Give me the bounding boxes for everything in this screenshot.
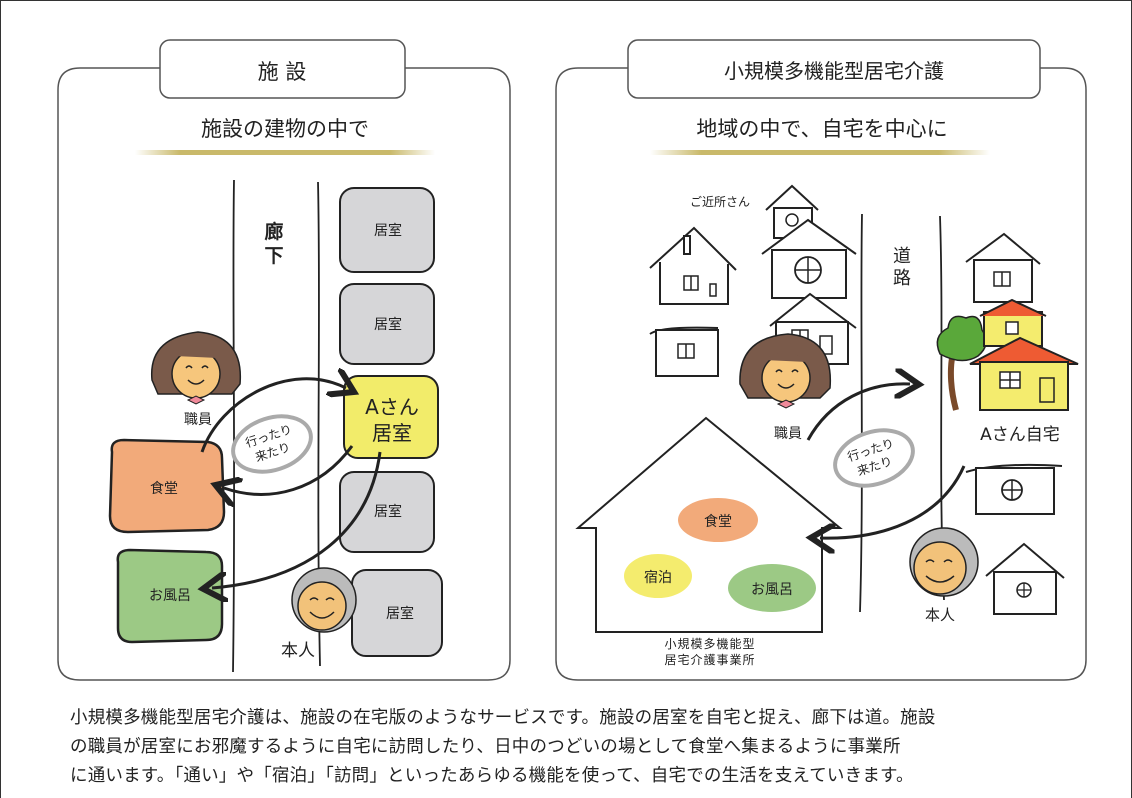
right-panel-title: 小規模多機能型居宅介護 <box>724 59 944 83</box>
road-label: 道路 <box>893 246 911 289</box>
corridor-line-left <box>232 179 236 673</box>
facility-stay-label: 宿泊 <box>644 569 672 586</box>
facility-label-2: 居宅介護事業所 <box>664 652 755 667</box>
road-line-left <box>859 213 863 613</box>
neighbor-house-4 <box>649 326 719 377</box>
dining-label: 食堂 <box>150 480 178 497</box>
neighbor-house-6 <box>965 463 1063 515</box>
person-label-right: 本人 <box>925 606 955 624</box>
room-1 <box>339 187 435 273</box>
a-home <box>936 298 1079 411</box>
a-room-label-2: 居室 <box>372 421 412 445</box>
neighbor-house-1 <box>649 226 737 305</box>
road-label-1: 道 <box>893 246 911 267</box>
arrow-staff-to-aroom <box>200 379 346 453</box>
arrow-home-to-facility <box>820 465 966 538</box>
neighbors-label: ご近所さん <box>690 194 750 209</box>
left-panel-title-box <box>159 39 406 99</box>
left-panel-title: 施 設 <box>258 60 307 84</box>
a-room <box>343 375 439 459</box>
person-label-left: 本人 <box>281 641 315 661</box>
caption: 小規模多機能型居宅介護は、施設の在宅版のようなサービスです。施設の居室を自宅と捉… <box>70 704 1080 791</box>
corridor-label-1: 廊 <box>264 220 283 243</box>
right-panel-title-box <box>627 39 1041 99</box>
a-room-label-1: Aさん <box>365 395 419 419</box>
neighbor-house-2 <box>761 184 857 299</box>
left-panel-subtitle: 施設の建物の中で <box>201 117 369 141</box>
facility-bath-label: お風呂 <box>751 582 793 598</box>
facility-dining <box>678 498 758 542</box>
facility-dining-label: 食堂 <box>704 513 732 530</box>
facility-stay <box>624 554 692 598</box>
right-panel-subtitle: 地域の中で、自宅を中心に <box>696 117 947 141</box>
left-panel-border <box>57 67 511 681</box>
home-label: Aさん自宅 <box>980 425 1060 445</box>
arrow-aroom-to-bath <box>212 451 382 588</box>
room-2-label: 居室 <box>374 316 402 333</box>
diagram-canvas: 施 設 施設の建物の中で 廊下 居室 居室 Aさん 居室 居室 居室 食堂 お風… <box>57 39 1087 681</box>
room-3-label: 居室 <box>374 503 402 520</box>
bath-label: お風呂 <box>149 588 191 604</box>
facility-label-1: 小規模多機能型 <box>664 636 755 651</box>
corridor-label-2: 下 <box>264 245 283 267</box>
road-label-2: 路 <box>893 268 911 289</box>
right-subtitle-underline <box>650 150 990 155</box>
person-face-right <box>909 527 979 597</box>
dining-area <box>108 438 226 534</box>
corridor-label: 廊下 <box>264 220 283 267</box>
arrow-facility-to-home <box>806 384 910 441</box>
room-1-label: 居室 <box>374 222 402 239</box>
room-2 <box>339 283 435 365</box>
right-panel-border <box>555 67 1087 681</box>
staff-label-right: 職員 <box>774 426 802 442</box>
facility-bath <box>728 564 816 612</box>
staff-face-right <box>739 333 832 409</box>
caption-line-3: に通います。「通い」や「宿泊」「訪問」といったあらゆる機能を使って、自宅での生活… <box>70 766 914 786</box>
staff-face-left <box>150 331 242 405</box>
caption-line-1: 小規模多機能型居宅介護は、施設の在宅版のようなサービスです。施設の居室を自宅と捉… <box>70 708 936 728</box>
left-subtitle-underline <box>135 150 435 155</box>
neighbor-house-5 <box>965 232 1041 303</box>
person-face-left <box>291 567 357 633</box>
neighbor-house-7 <box>985 542 1065 615</box>
right-panel: 小規模多機能型居宅介護 地域の中で、自宅を中心に ご近所さん 道路 <box>555 39 1087 681</box>
left-panel: 施 設 施設の建物の中で 廊下 居室 居室 Aさん 居室 居室 居室 食堂 お風… <box>57 39 511 681</box>
caption-line-2: の職員が居室にお邪魔するように自宅に訪問したり、日中のつどいの場として食堂へ集ま… <box>70 737 901 757</box>
room-3 <box>339 471 435 553</box>
arrow-aroom-to-dining <box>224 445 354 494</box>
back-forth-ellipse-right <box>833 428 915 488</box>
staff-label-left: 職員 <box>184 412 212 428</box>
back-forth-ellipse-left <box>231 414 313 474</box>
bath-area <box>116 548 224 644</box>
room-4-label: 居室 <box>386 605 414 622</box>
